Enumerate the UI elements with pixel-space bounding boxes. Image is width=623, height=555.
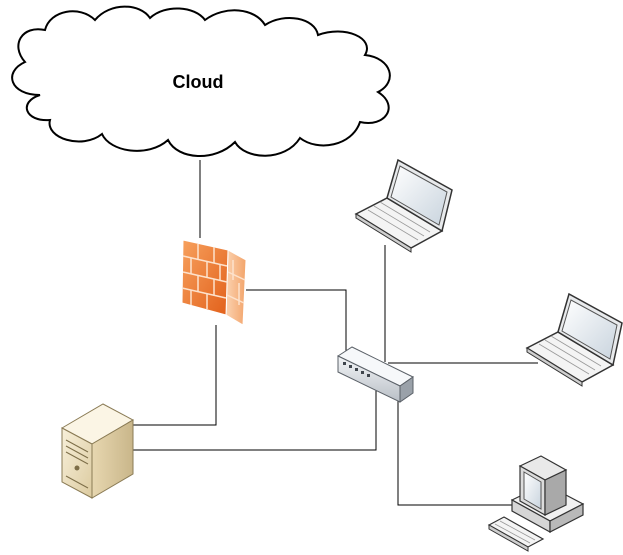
server-node <box>60 403 135 499</box>
laptop-icon <box>525 292 623 387</box>
cloud-icon <box>11 5 391 157</box>
switch-node <box>336 346 414 403</box>
switch-icon <box>336 346 414 403</box>
desktop-computer-icon <box>487 455 585 552</box>
link-switch-desktop <box>397 390 515 506</box>
server-icon <box>60 403 135 499</box>
laptop-right-node <box>525 292 623 387</box>
link-firewall-server <box>132 325 217 426</box>
firewall-node <box>181 239 247 326</box>
link-firewall-switch <box>246 289 347 352</box>
desktop-node <box>487 455 585 552</box>
connection-lines <box>132 160 538 506</box>
cloud-label: Cloud <box>173 72 224 92</box>
cloud-node: Cloud <box>11 5 391 157</box>
laptop-icon <box>354 158 453 253</box>
laptop-top-node <box>354 158 453 253</box>
link-switch-server <box>132 390 377 451</box>
firewall-icon <box>181 239 247 326</box>
